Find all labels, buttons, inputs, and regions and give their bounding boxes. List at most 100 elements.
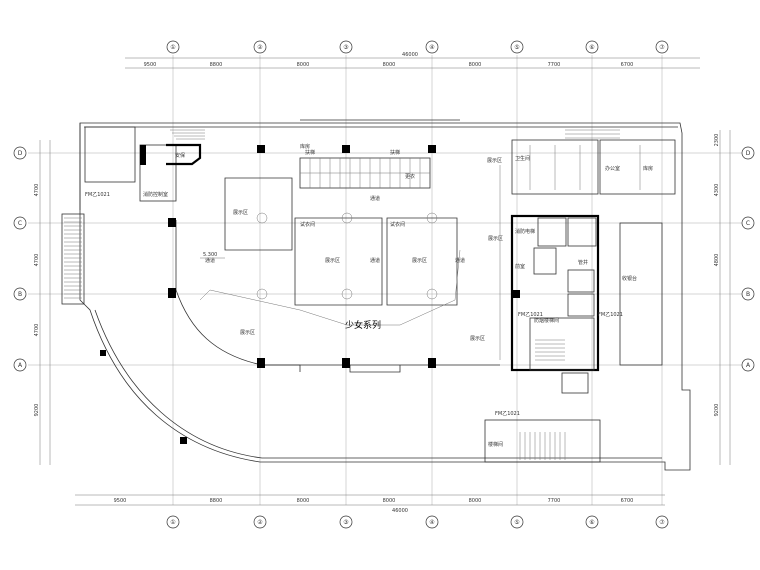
axis-top-1: ①	[170, 44, 175, 51]
axis-bubbles-right: D C B A	[741, 146, 755, 372]
sales-floor-outline	[175, 165, 501, 373]
dim-right-3: 4800	[714, 254, 720, 267]
axis-bubbles-top: ① ② ③ ④ ⑤ ⑥ ⑦	[166, 40, 669, 54]
dim-left-3: 4700	[34, 324, 40, 337]
walk-label-3: 通道	[455, 257, 465, 264]
display-label-1: 展示区	[233, 210, 248, 216]
dim-bottom-7: 6700	[621, 498, 634, 504]
room-storage: 库房	[643, 165, 653, 172]
axis-top-5: ⑤	[514, 44, 519, 51]
room-fire-elevator: 消防电梯	[515, 228, 535, 235]
structural-columns	[100, 145, 520, 444]
axis-left-c: C	[18, 220, 22, 227]
level-marker: 5.300	[200, 252, 225, 259]
door-label-c: FM乙1021	[598, 311, 623, 318]
dimension-bottom: 9500 8800 8000 8000 8000 7700 6700 46000	[75, 494, 665, 514]
dim-left-2: 4700	[34, 254, 40, 267]
room-office: 办公室	[605, 165, 620, 172]
escalator-label-b: 扶梯	[390, 149, 400, 156]
dim-right-2: 4300	[714, 184, 720, 197]
service-core: 消防电梯 前室 管井 防烟楼梯间 FM乙1021 FM乙1021	[510, 214, 623, 394]
dim-bottom-total: 46000	[392, 508, 408, 514]
axis-top-6: ⑥	[589, 44, 594, 51]
dim-left-1: 4700	[34, 184, 40, 197]
axis-left-d: D	[18, 150, 23, 157]
axis-top-3: ③	[343, 44, 348, 51]
door-label-b: FM乙1021	[518, 311, 543, 318]
axis-top-4: ④	[429, 44, 434, 51]
dim-top-1: 9500	[144, 62, 157, 68]
dim-left-4: 9200	[34, 404, 40, 417]
escalator-label-a: 扶梯	[305, 149, 315, 156]
dim-top-4: 8000	[383, 62, 396, 68]
fitting-b: 试衣间	[390, 221, 405, 228]
room-fire-control: 安保	[175, 152, 185, 159]
axis-bottom-7: ⑦	[659, 519, 665, 526]
axis-bottom-1: ①	[170, 519, 175, 526]
room-smoke-stair: 防烟楼梯间	[534, 317, 559, 324]
axis-bottom-2: ②	[257, 519, 263, 526]
axis-bubbles-left: D C B A	[13, 146, 27, 372]
door-label-a: FM乙1021	[85, 191, 110, 198]
display-islands: 展示区 展示区 展示区 展示区 展示区 展示区 展示区 通道 通道 通道 通道 …	[205, 119, 503, 342]
axis-right-c: C	[746, 220, 750, 227]
escalator: 扶梯 扶梯	[299, 149, 431, 189]
dim-bottom-5: 8000	[469, 498, 482, 504]
axis-bottom-4: ④	[429, 519, 434, 526]
dim-right-1: 2300	[714, 134, 720, 147]
dim-top-6: 7700	[548, 62, 561, 68]
fitting-a: 试衣间	[300, 221, 315, 228]
display-label-5: 展示区	[470, 336, 485, 342]
dim-bottom-6: 7700	[548, 498, 561, 504]
top-left-block: 安保 消防控制室	[84, 126, 205, 202]
dim-bottom-1: 9500	[114, 498, 127, 504]
left-entry-stair: FM乙1021	[61, 191, 110, 305]
room-cashier: 收银台	[622, 275, 637, 282]
door-label-d: FM乙1021	[495, 410, 520, 417]
room-toilet: 卫生间	[515, 155, 530, 162]
axis-bubbles-bottom: ① ② ③ ④ ⑤ ⑥ ⑦	[166, 515, 669, 529]
dimension-top: 46000 9500 8800 8000 8000 8000 7700 6700	[125, 52, 700, 69]
axis-top-7: ⑦	[659, 44, 665, 51]
axis-bottom-6: ⑥	[589, 519, 594, 526]
dim-bottom-3: 8000	[297, 498, 310, 504]
axis-bottom-5: ⑤	[514, 519, 519, 526]
dim-top-2: 8800	[210, 62, 223, 68]
dim-top-5: 8000	[469, 62, 482, 68]
display-label-6: 展示区	[487, 158, 502, 164]
dressing-label: 更衣	[405, 173, 415, 180]
room-stair: 楼梯间	[488, 441, 503, 448]
dim-top-total: 46000	[402, 52, 418, 58]
room-front: 前室	[515, 263, 525, 270]
walk-label-4: 通道	[205, 257, 215, 264]
dim-bottom-2: 8800	[210, 498, 223, 504]
walk-label-1: 通道	[370, 195, 380, 202]
toilets-office: 卫生间 办公室 库房 收银台	[511, 129, 676, 366]
axis-top-2: ②	[257, 44, 263, 51]
display-label-3: 展示区	[412, 258, 427, 264]
dim-top-7: 6700	[621, 62, 634, 68]
zone-label-girls-series: 少女系列	[345, 319, 381, 331]
axis-grid-horizontal	[28, 152, 745, 366]
room-fire-label: 消防控制室	[143, 191, 168, 198]
walk-label-2: 通道	[370, 257, 380, 264]
axis-right-a: A	[746, 362, 751, 369]
storage-label-top: 库房	[300, 143, 310, 150]
dim-top-3: 8000	[297, 62, 310, 68]
axis-right-b: B	[746, 291, 750, 298]
room-pipe-shaft: 管井	[578, 259, 588, 266]
display-label-4: 展示区	[240, 330, 255, 336]
exterior-walls	[79, 122, 691, 471]
bottom-stair: 楼梯间 FM乙1021	[484, 410, 601, 463]
level-text: 5.300	[203, 252, 217, 258]
display-label-2: 展示区	[325, 258, 340, 264]
axis-grid-vertical	[172, 55, 663, 505]
axis-left-a: A	[18, 362, 23, 369]
axis-bottom-3: ③	[343, 519, 348, 526]
axis-right-d: D	[746, 150, 751, 157]
dim-bottom-4: 8000	[383, 498, 396, 504]
display-label-7: 展示区	[488, 236, 503, 242]
dimension-sides: 4700 4700 4700 9200 2300 4300 4800 9200	[34, 130, 731, 465]
dim-right-4: 9200	[714, 404, 720, 417]
